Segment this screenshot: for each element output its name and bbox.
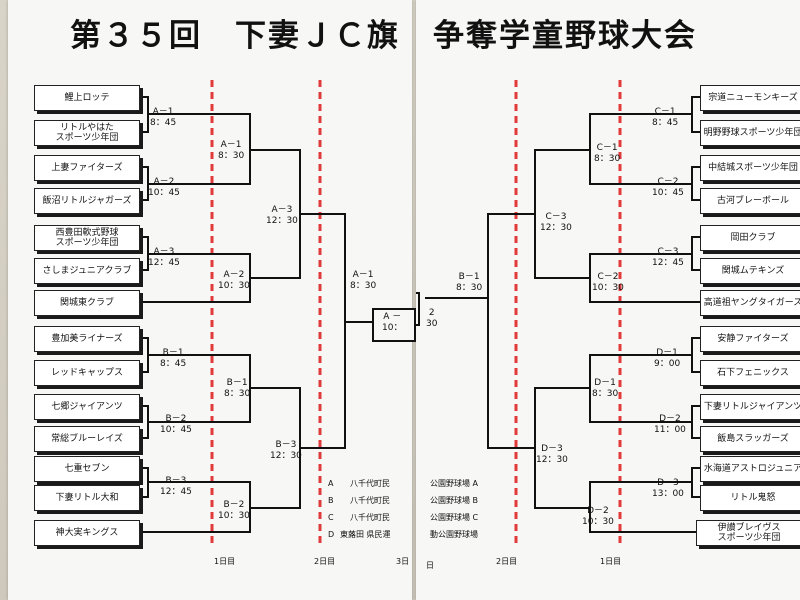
day-label: 1日目	[600, 557, 622, 566]
match-label: B－3 12：30	[270, 440, 302, 461]
team-box-right-1: 宗道ニューモンキーズ	[700, 85, 800, 111]
team-box-right-2: 明野野球スポーツ少年団	[700, 120, 800, 146]
final-time-left: A － 10：	[382, 312, 403, 333]
team-box-right-11: 飯島スラッガーズ	[700, 426, 800, 452]
match-label: A－1 8：30	[350, 270, 377, 291]
match-label: C－2 10：30	[592, 272, 624, 293]
match-label: A－2 10：30	[218, 270, 250, 291]
team-box-right-13: リトル鬼怒	[700, 485, 800, 511]
team-box-left-7: 関城東クラブ	[34, 290, 140, 316]
venue-letter: D	[328, 530, 335, 539]
team-box-left-10: 七郷ジャイアンツ	[34, 394, 140, 420]
day-label: 2日目	[314, 557, 336, 566]
venue-name: 八千代町民	[350, 496, 390, 505]
team-box-right-14: 伊讃ブレイヴス スポーツ少年団	[696, 520, 800, 546]
final-box-right-edge	[416, 292, 420, 326]
venue-name: 公園野球場 A	[430, 479, 479, 488]
final-box-left	[372, 308, 416, 342]
venue-name: 動公園野球場	[430, 530, 478, 539]
team-box-right-6: 関城ムテキンズ	[700, 258, 800, 284]
team-box-left-2: リトルやはた スポーツ少年団	[34, 120, 140, 146]
match-label: D－2 10：30	[582, 506, 614, 527]
match-label: B－2 10：30	[218, 500, 250, 521]
team-box-left-5: 西豊田軟式野球 スポーツ少年団	[34, 225, 140, 251]
match-label: A－1 8：45	[150, 107, 177, 128]
venue-letter: B	[328, 496, 334, 505]
venue-letter: C	[328, 513, 334, 522]
match-label: D－3 12：30	[536, 444, 568, 465]
match-label: B－3 12：45	[160, 476, 192, 497]
match-label: C－1 8：30	[594, 143, 621, 164]
match-label: A－3 12：45	[148, 247, 180, 268]
day-label: 3日	[396, 557, 410, 566]
team-box-left-1: 鯉上ロッテ	[34, 85, 140, 111]
day-divider-lines	[210, 80, 622, 548]
match-label: D－1 8：30	[592, 378, 619, 399]
team-box-right-8: 安静ファイターズ	[700, 326, 800, 352]
team-box-left-8: 豊加美ライナーズ	[34, 326, 140, 352]
day-label: 1日目	[214, 557, 236, 566]
match-label: A－1 8：30	[218, 140, 245, 161]
match-label: B－1 8：30	[224, 378, 251, 399]
match-label: C－3 12：30	[540, 212, 572, 233]
day-label: 2日目	[496, 557, 518, 566]
team-box-left-9: レッドキャップス	[34, 360, 140, 386]
venue-name: 公園野球場 C	[430, 513, 479, 522]
team-box-right-12: 水海道アストロジュニア	[700, 456, 800, 482]
match-label: C－2 10：45	[652, 177, 684, 198]
team-box-left-13: 下妻リトル大和	[34, 485, 140, 511]
team-box-right-10: 下妻リトルジャイアンツ	[700, 394, 800, 420]
day-label: 日	[426, 561, 434, 570]
team-box-left-6: さしまジュニアクラブ	[34, 258, 140, 284]
team-box-right-3: 中結城スポーツ少年団	[700, 155, 800, 181]
match-label: C－1 8：45	[652, 107, 679, 128]
venue-name: 公園野球場 B	[430, 496, 479, 505]
team-box-left-11: 常総ブルーレイズ	[34, 426, 140, 452]
match-label: C－3 12：45	[652, 247, 684, 268]
venue-letter: A	[328, 479, 334, 488]
team-box-left-4: 飯沼リトルジャガーズ	[34, 188, 140, 214]
final-time-right: 2 30	[426, 308, 438, 329]
team-box-right-4: 古河ブレーボール	[700, 188, 800, 214]
tournament-title: 第３５回 下妻ＪＣ旗 争奪学童野球大会	[70, 18, 697, 54]
team-box-left-14: 神大実キングス	[34, 520, 140, 546]
team-box-right-7: 高道祖ヤングタイガース	[700, 290, 800, 316]
match-label: D－3 13：00	[652, 478, 684, 499]
match-label: D－1 9：00	[654, 348, 681, 369]
match-label: B－1 8：45	[160, 348, 187, 369]
team-box-right-9: 石下フェニックス	[700, 360, 800, 386]
match-label: B－2 10：45	[160, 414, 192, 435]
match-label: A－2 10：45	[148, 177, 180, 198]
match-label: A－3 12：30	[266, 205, 298, 226]
match-label: D－2 11：00	[654, 414, 686, 435]
match-label: B－1 8：30	[456, 272, 483, 293]
venue-name: 八千代町民	[350, 479, 390, 488]
venue-name: 八千代町民	[350, 513, 390, 522]
team-box-left-12: 七重セブン	[34, 456, 140, 482]
venue-name: 東蕗田 県民運	[340, 530, 391, 539]
team-box-left-3: 上妻ファイターズ	[34, 155, 140, 181]
team-box-right-5: 岡田クラブ	[700, 225, 800, 251]
bracket-connector-lines	[140, 96, 700, 533]
